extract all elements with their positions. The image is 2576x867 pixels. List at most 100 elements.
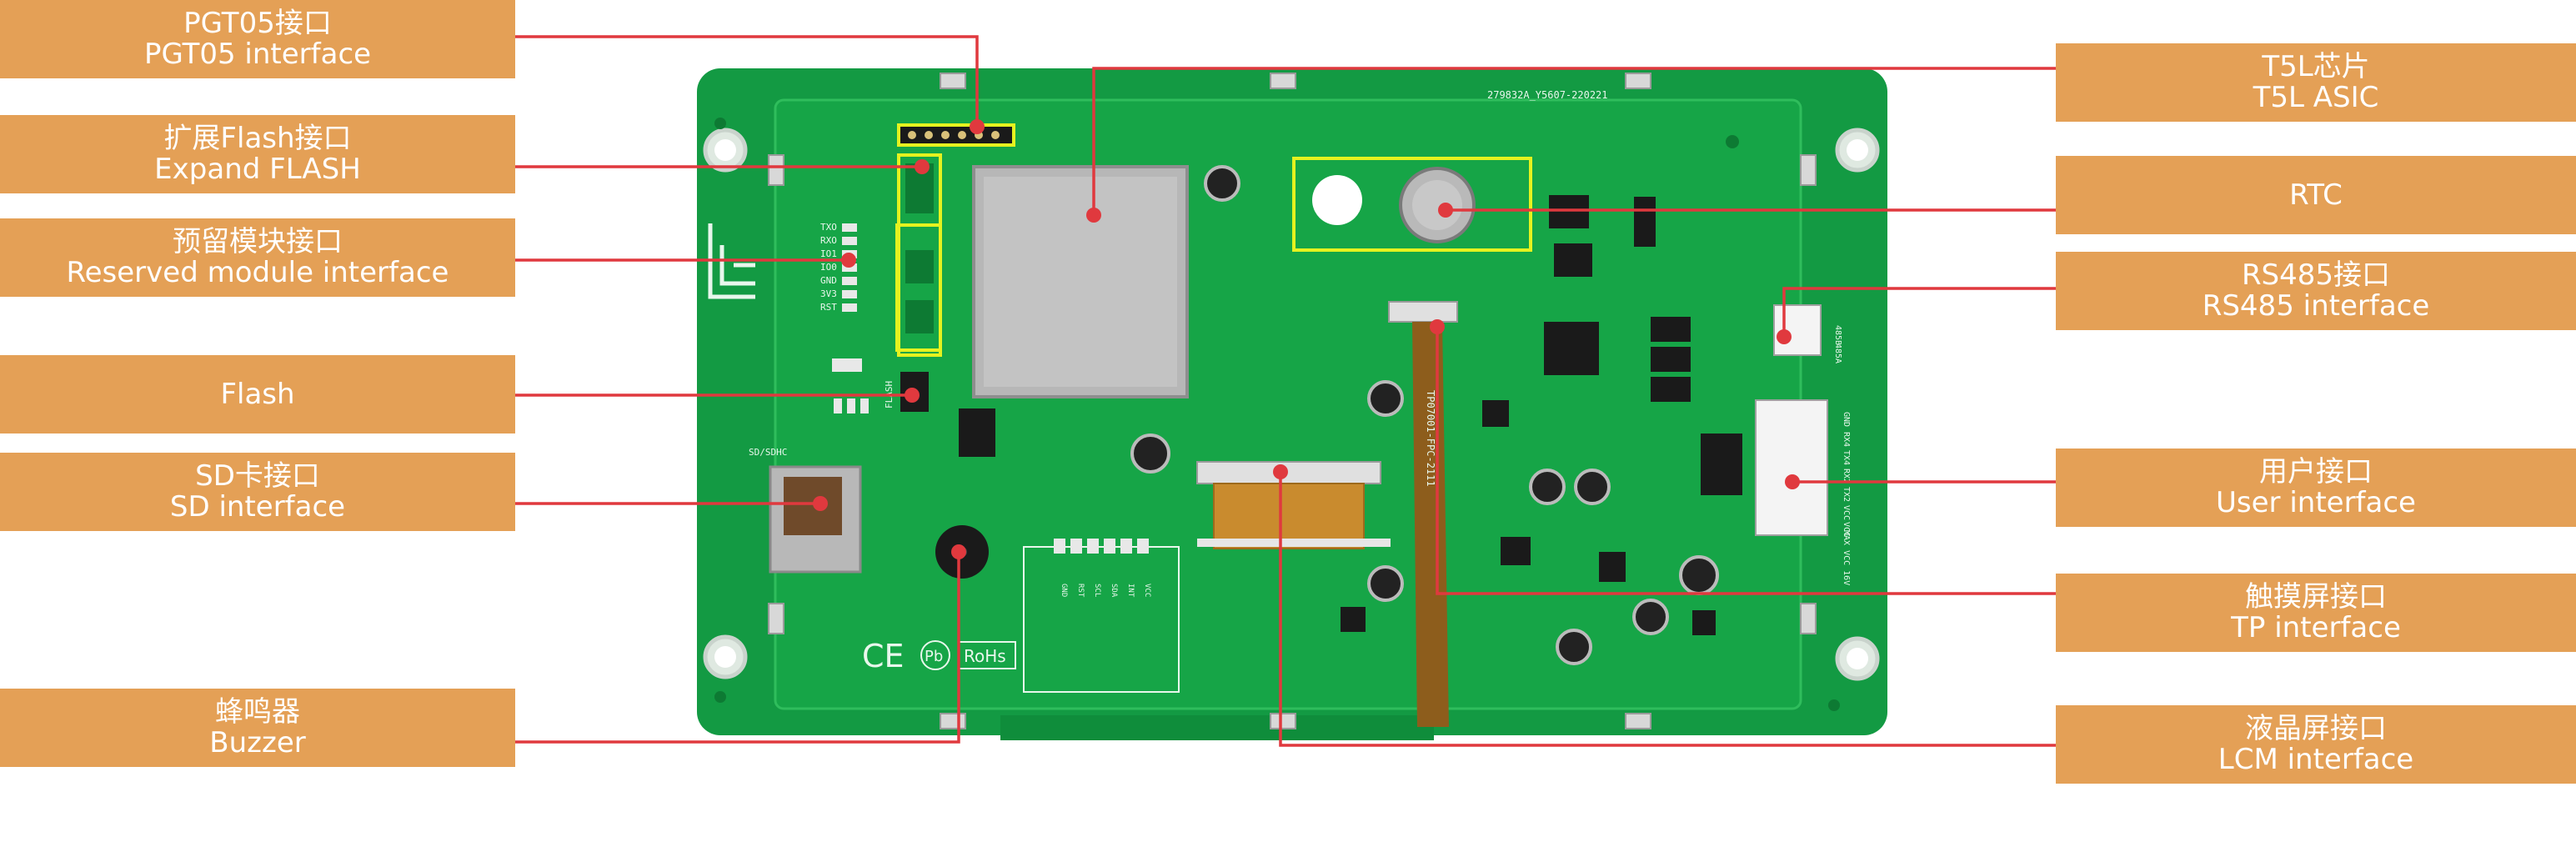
- user-pin-vcc-2: VCC: [1842, 522, 1851, 537]
- label-rs485-cn: RS485接口: [2241, 258, 2391, 293]
- tp-connector: [1388, 301, 1458, 323]
- bottom-pin-scl: SCL: [1093, 584, 1101, 597]
- label-pgt05-interface: PGT05接口 PGT05 interface: [0, 0, 515, 78]
- pgt05-header: [897, 123, 1015, 147]
- mounting-holes: [703, 118, 1880, 711]
- user-pin-tx4: TX4: [1842, 450, 1851, 465]
- lcm-fpc-ribbon: [1213, 483, 1365, 549]
- rtc-highlight: [1292, 157, 1532, 252]
- label-pgt05-cn: PGT05接口: [183, 7, 332, 41]
- tp-fpc-cable: [1412, 322, 1449, 727]
- t5l-asic-shield-top: [984, 177, 1177, 387]
- rs485-pin-485a: 485A: [1833, 343, 1842, 363]
- label-lcm-cn: 液晶屏接口: [2245, 712, 2387, 746]
- bottom-pin-gnd: GND: [1060, 584, 1068, 597]
- label-tp-interface: 触摸屏接口 TP interface: [2056, 574, 2576, 652]
- electrolytic-caps: [1130, 165, 1719, 665]
- label-tp-cn: 触摸屏接口: [2245, 580, 2387, 614]
- pgt05-pins: [908, 131, 1000, 139]
- label-user-interface: 用户接口 User interface: [2056, 449, 2576, 527]
- bottom-pad-outline: [1023, 546, 1180, 693]
- user-pin-gnd: GND: [1842, 412, 1851, 427]
- reserved-pin-labels: TXO RXO IO1 IO0 GND 3V3 RST: [820, 222, 837, 313]
- sd-silkscreen: SD/SDHC: [749, 447, 787, 458]
- pin-io0: IO0: [820, 262, 837, 273]
- label-flash: Flash: [0, 355, 515, 434]
- user-connector: [1755, 399, 1828, 536]
- callout-line-t5l: [1092, 67, 2056, 215]
- callout-line-pgt05: [515, 35, 979, 133]
- label-buzzer-cn: 蜂鸣器: [215, 695, 300, 729]
- label-buzzer: 蜂鸣器 Buzzer: [0, 689, 515, 767]
- label-lcm-interface: 液晶屏接口 LCM interface: [2056, 705, 2576, 784]
- callout-line-rs485: [1782, 287, 2056, 337]
- tp-fpc-silkscreen: TP07001-FPC-2111: [1425, 390, 1436, 487]
- label-expand-flash-cn: 扩展Flash接口: [163, 122, 352, 156]
- callout-line-tp: [1436, 327, 2056, 595]
- pin-txo: TXO: [820, 222, 837, 233]
- label-reserved-module: 预留模块接口 Reserved module interface: [0, 218, 515, 297]
- bottom-pin-rst: RST: [1076, 584, 1085, 598]
- label-expand-flash: 扩展Flash接口 Expand FLASH: [0, 115, 515, 193]
- user-pin-rx2: RX2: [1842, 469, 1851, 484]
- label-rtc-cn: RTC: [2289, 178, 2343, 212]
- lcm-connector: [1196, 461, 1381, 484]
- rtc-crystal: [1312, 175, 1362, 225]
- flash-area-resistors: [832, 358, 869, 413]
- label-user-cn: 用户接口: [2259, 455, 2373, 489]
- rs485-pin-485b: 485B: [1833, 325, 1842, 345]
- bottom-pin-vcc: VCC: [1143, 584, 1151, 597]
- label-rs485-en: RS485 interface: [2202, 289, 2430, 323]
- user-pin-labels: GND RX4 TX4 RX2 TX2 VCC VCC MAX VCC 16V: [1842, 412, 1851, 585]
- label-sd-en: SD interface: [169, 490, 346, 524]
- user-max-vcc-note: MAX VCC 16V: [1842, 530, 1851, 585]
- label-reserved-module-cn: 预留模块接口: [173, 225, 343, 259]
- pin-rst: RST: [820, 302, 837, 313]
- label-user-en: User interface: [2216, 486, 2416, 519]
- label-rs485-interface: RS485接口 RS485 interface: [2056, 252, 2576, 330]
- lcm-ribbon-tape: [1197, 539, 1391, 547]
- label-lcm-en: LCM interface: [2218, 743, 2414, 776]
- callout-line-buzzer: [515, 552, 960, 744]
- pcb-bottom-tab: [1000, 715, 1434, 740]
- edge-clips: [768, 73, 1817, 729]
- user-pin-tx2: TX2: [1842, 487, 1851, 502]
- pin-rxo: RXO: [820, 235, 837, 246]
- reserved-module-highlight: [895, 223, 942, 352]
- pin-io1: IO1: [820, 248, 837, 259]
- pb-free-circle: [920, 640, 950, 670]
- label-flash-cn: Flash: [220, 377, 295, 411]
- label-tp-en: TP interface: [2231, 611, 2401, 644]
- user-pin-vcc-1: VCC: [1842, 505, 1851, 520]
- pin-gnd: GND: [820, 275, 837, 286]
- serial-silkscreen: 279832A_Y5607-220221: [1487, 89, 1608, 101]
- bottom-pads: [1054, 539, 1149, 554]
- ce-mark: CE: [862, 638, 905, 674]
- label-expand-flash-en: Expand FLASH: [154, 153, 361, 186]
- label-sd-cn: SD卡接口: [195, 459, 320, 494]
- callout-line-lcm: [1279, 472, 2056, 747]
- label-rtc: RTC: [2056, 156, 2576, 234]
- flash-footprint: [905, 163, 934, 333]
- label-buzzer-en: Buzzer: [209, 726, 306, 759]
- label-t5l-cn: T5L芯片: [2262, 50, 2370, 84]
- pb-mark: Pb: [925, 648, 943, 665]
- silkscreen-logo: [708, 223, 755, 299]
- label-sd-interface: SD卡接口 SD interface: [0, 453, 515, 531]
- sd-card-slot-interior: [784, 477, 842, 535]
- label-reserved-module-en: Reserved module interface: [66, 256, 449, 289]
- label-pgt05-en: PGT05 interface: [143, 38, 372, 71]
- misc-ics: [959, 195, 1742, 635]
- callout-dots: [813, 119, 1800, 559]
- label-t5l-asic: T5L芯片 T5L ASIC: [2056, 43, 2576, 122]
- label-t5l-en: T5L ASIC: [2253, 81, 2379, 114]
- bottom-pin-labels: GND RST SCL SDA INT VCC: [1060, 584, 1151, 598]
- bottom-pin-int: INT: [1126, 584, 1135, 598]
- rohs-mark: RoHs: [964, 646, 1006, 666]
- bottom-pin-sda: SDA: [1110, 584, 1118, 598]
- callout-lines: [515, 35, 2056, 747]
- pin-3v3: 3V3: [820, 288, 837, 299]
- user-pin-rx4: RX4: [1842, 432, 1851, 447]
